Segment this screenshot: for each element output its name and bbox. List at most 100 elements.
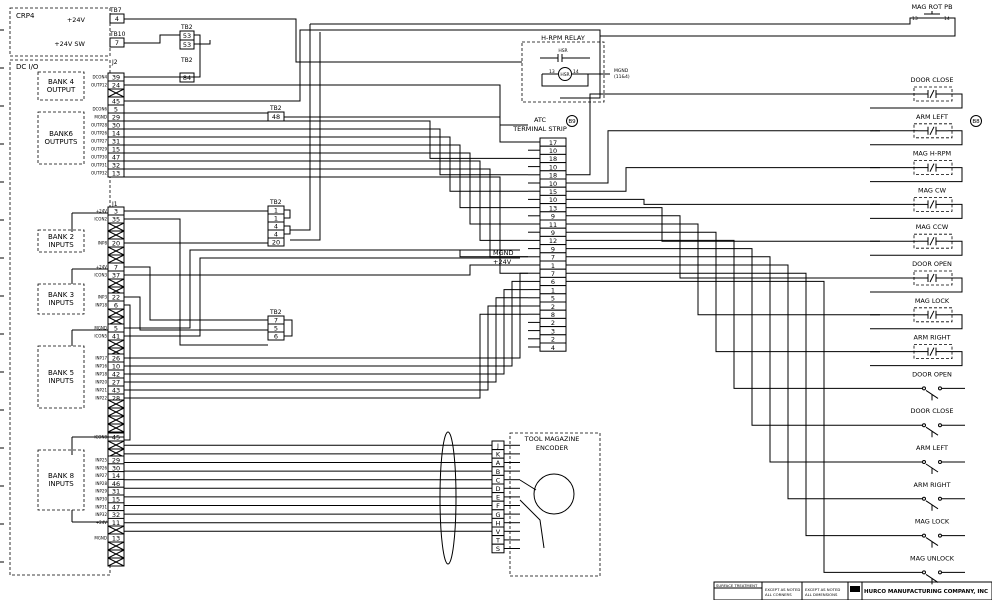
wire xyxy=(124,296,268,331)
wire xyxy=(124,84,528,126)
mag-rot-pb: MAG ROT PB 13 14 xyxy=(911,3,952,22)
switch-label: MAG CCW xyxy=(916,223,949,231)
atc-pin: 9 xyxy=(551,245,555,253)
wire xyxy=(566,93,880,176)
tb2-a-pin: 20 xyxy=(272,239,280,247)
wire xyxy=(124,29,601,102)
limit-switch-node xyxy=(922,570,926,575)
encoder-pin: E xyxy=(496,494,500,502)
encoder-pin: J xyxy=(496,442,499,450)
wire xyxy=(929,89,935,99)
atc-pin: 10 xyxy=(549,196,557,204)
crp4-module: CRP4 +24V +24V SW TB7 4 TB10 7 xyxy=(9,7,126,57)
atc-pin: 10 xyxy=(549,147,557,155)
wire xyxy=(124,18,522,63)
tb2-pin-box xyxy=(267,237,285,247)
wire xyxy=(107,407,125,417)
switch-label: MAG H-RPM xyxy=(913,150,951,158)
wire xyxy=(107,549,125,559)
crp4-title: CRP4 xyxy=(16,12,35,20)
atc-pin: 2 xyxy=(551,336,555,344)
bank2-subtitle: INPUTS xyxy=(48,241,74,249)
bank8-title: BANK 8 xyxy=(48,472,74,480)
limit-switch-node xyxy=(922,423,926,428)
crp4-label-24v-sw: +24V SW xyxy=(54,40,85,48)
connector-signal-label: INP20 xyxy=(95,380,107,385)
wire xyxy=(929,126,935,136)
atc-mgnd-label: MGND xyxy=(493,249,514,257)
switch-label: ARM LEFT xyxy=(916,444,948,452)
connector-signal-label: INP16 xyxy=(95,364,107,369)
connector-signal-label: INP21 xyxy=(95,388,107,393)
bank4-title: BANK 4 xyxy=(48,78,75,86)
atc-pin: 15 xyxy=(549,188,557,196)
atc-pin: 17 xyxy=(549,139,557,147)
wire xyxy=(566,130,880,184)
tb2-84-block: TB2 84 xyxy=(179,57,195,83)
tb2-a-label: TB2 xyxy=(269,199,282,206)
wire xyxy=(107,308,125,318)
connector-pin: 35 xyxy=(112,216,120,224)
wire xyxy=(290,24,311,231)
wire xyxy=(929,310,935,320)
connector-pin: 32 xyxy=(112,511,120,519)
bank8-subtitle: INPUTS xyxy=(48,480,74,488)
bank4-frame xyxy=(37,71,85,101)
connector-pin: 24 xyxy=(112,82,120,90)
tb2-84-label: TB2 xyxy=(180,57,193,64)
wire xyxy=(929,200,935,209)
tb2-a-pin: 1 xyxy=(274,207,278,215)
ref-b8: B8 xyxy=(970,115,982,127)
atc-pin: 5 xyxy=(551,295,555,303)
switch-return xyxy=(870,314,963,330)
atc-pin: 6 xyxy=(551,278,555,286)
atc-pin: 2 xyxy=(551,303,555,311)
title-cell-3b: ALL DIMENSIONS xyxy=(805,592,838,597)
wire xyxy=(194,40,211,45)
hrpm-pin-14: 14 xyxy=(573,69,579,75)
tb2-a-pin: 4 xyxy=(274,231,278,239)
connector-pin: 14 xyxy=(112,130,120,138)
wire xyxy=(929,163,935,172)
wire xyxy=(290,32,321,241)
ref-b8-circle xyxy=(970,115,982,127)
atc-pin: 7 xyxy=(551,270,555,278)
encoder-pin: D xyxy=(495,485,500,493)
connector-pin: 31 xyxy=(112,488,120,496)
limit-switch-node xyxy=(922,496,926,501)
connector-pin: 5 xyxy=(114,325,118,333)
wire xyxy=(566,280,880,573)
wire xyxy=(107,222,125,232)
mag-rot-pb-title: MAG ROT PB xyxy=(911,3,952,11)
tb2-pin-53a: 53 xyxy=(183,32,191,40)
wire xyxy=(107,415,125,425)
bank6-outputs-title: BANK6 xyxy=(49,130,73,138)
wire xyxy=(124,136,528,192)
wire xyxy=(107,88,125,98)
hrpm-coil xyxy=(558,67,572,81)
wire xyxy=(124,272,528,359)
limit-switch-node xyxy=(938,496,942,501)
connector-signal-label: INP22 xyxy=(95,396,107,401)
connector-pin: 3 xyxy=(114,208,118,216)
ref-b8-label: B8 xyxy=(972,119,980,125)
limit-switch-node xyxy=(938,460,942,464)
connector-pin: 6 xyxy=(114,302,118,310)
limit-switch-node xyxy=(938,423,942,428)
wire xyxy=(929,236,935,246)
connector-pin: 47 xyxy=(112,154,120,162)
limit-switch-node xyxy=(922,460,926,464)
cable-shield xyxy=(439,431,457,565)
connector-signal-label: OUTP30 xyxy=(91,155,107,160)
connector-pin: 22 xyxy=(112,294,120,302)
connector-pin: 15 xyxy=(112,496,120,504)
connector-pin: 46 xyxy=(112,480,120,488)
encoder-pin: C xyxy=(496,476,501,484)
wire xyxy=(124,152,528,225)
wire xyxy=(929,273,935,283)
limit-switch-node xyxy=(922,386,926,391)
bank8-frame xyxy=(37,449,85,511)
tb2-input-block-b: TB2 756 xyxy=(267,309,293,341)
wire xyxy=(124,120,528,159)
